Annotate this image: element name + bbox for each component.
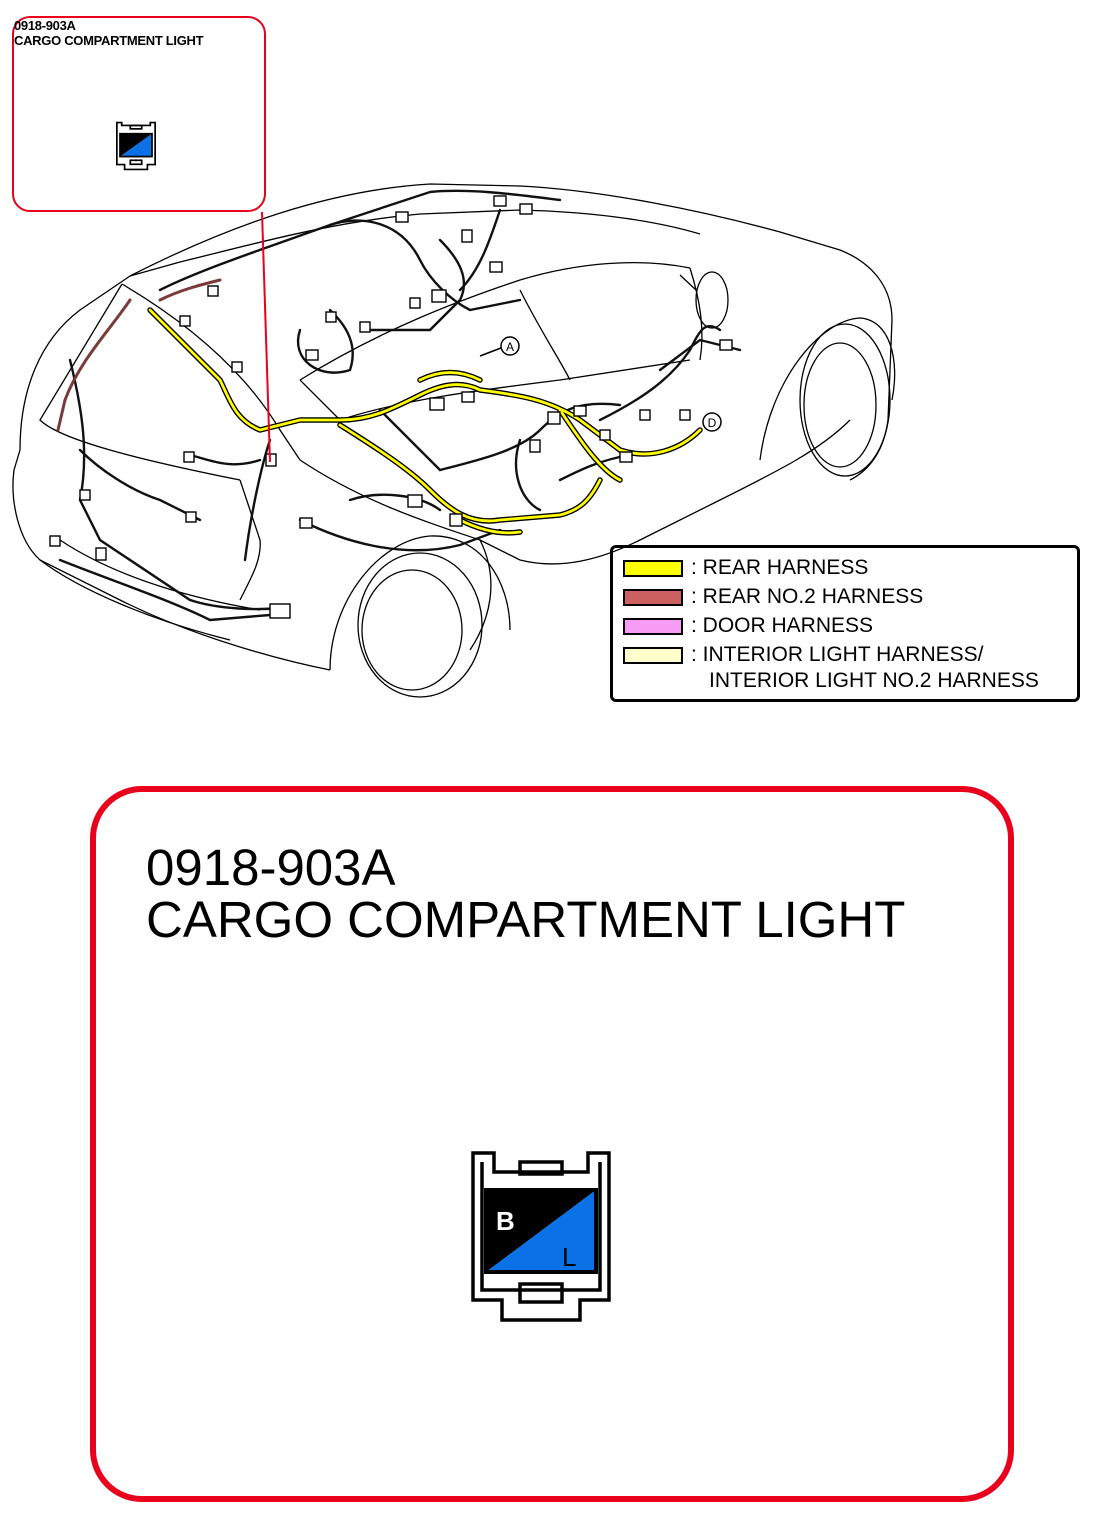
connector-name: CARGO COMPARTMENT LIGHT — [146, 891, 906, 948]
legend-item-door-harness: : DOOR HARNESS — [623, 614, 874, 637]
legend-label: : INTERIOR LIGHT HARNESS/ — [691, 643, 984, 666]
callout-leader-line — [261, 211, 271, 463]
legend-swatch-rear-harness — [623, 559, 683, 577]
car-outline — [12, 183, 896, 698]
connector-callout-small-title: 0918-903A CARGO COMPARTMENT LIGHT — [14, 18, 204, 48]
marker-d: D — [702, 412, 722, 432]
connector-name-small: CARGO COMPARTMENT LIGHT — [14, 33, 204, 48]
terminal-b-label: B — [496, 1206, 515, 1236]
connector-callout-large-title: 0918-903A CARGO COMPARTMENT LIGHT — [146, 842, 905, 946]
legend-swatch-door-harness — [623, 617, 683, 635]
legend-item-interior-light-harness: : INTERIOR LIGHT HARNESS/ — [623, 643, 984, 666]
connector-face-large: B L — [471, 1151, 611, 1322]
harness-legend: : REAR HARNESS : REAR NO.2 HARNESS : DOO… — [610, 545, 1080, 702]
connector-callout-small — [12, 16, 266, 212]
connector-callout-large — [90, 786, 1014, 1502]
legend-swatch-interior-light-harness — [623, 646, 683, 664]
rear-no2-harness-wiring — [56, 278, 222, 432]
connector-blocks — [49, 195, 733, 619]
terminal-l-label: L — [562, 1242, 576, 1272]
legend-swatch-rear-no2-harness — [623, 588, 683, 606]
legend-item-rear-harness: : REAR HARNESS — [623, 556, 869, 579]
svg-text:D: D — [708, 416, 717, 430]
connector-code-small: 0918-903A — [14, 18, 76, 33]
legend-label-continued: INTERIOR LIGHT NO.2 HARNESS — [709, 669, 1039, 692]
svg-text:A: A — [506, 340, 514, 354]
legend-label: : REAR HARNESS — [691, 556, 869, 579]
connector-face-small — [116, 121, 156, 171]
marker-a: A — [479, 336, 520, 357]
legend-label: : REAR NO.2 HARNESS — [691, 585, 924, 608]
dark-wiring — [58, 189, 742, 622]
legend-item-rear-no2-harness: : REAR NO.2 HARNESS — [623, 585, 924, 608]
rear-harness-wiring — [147, 307, 703, 536]
connector-code: 0918-903A — [146, 839, 396, 896]
legend-label: : DOOR HARNESS — [691, 614, 874, 637]
